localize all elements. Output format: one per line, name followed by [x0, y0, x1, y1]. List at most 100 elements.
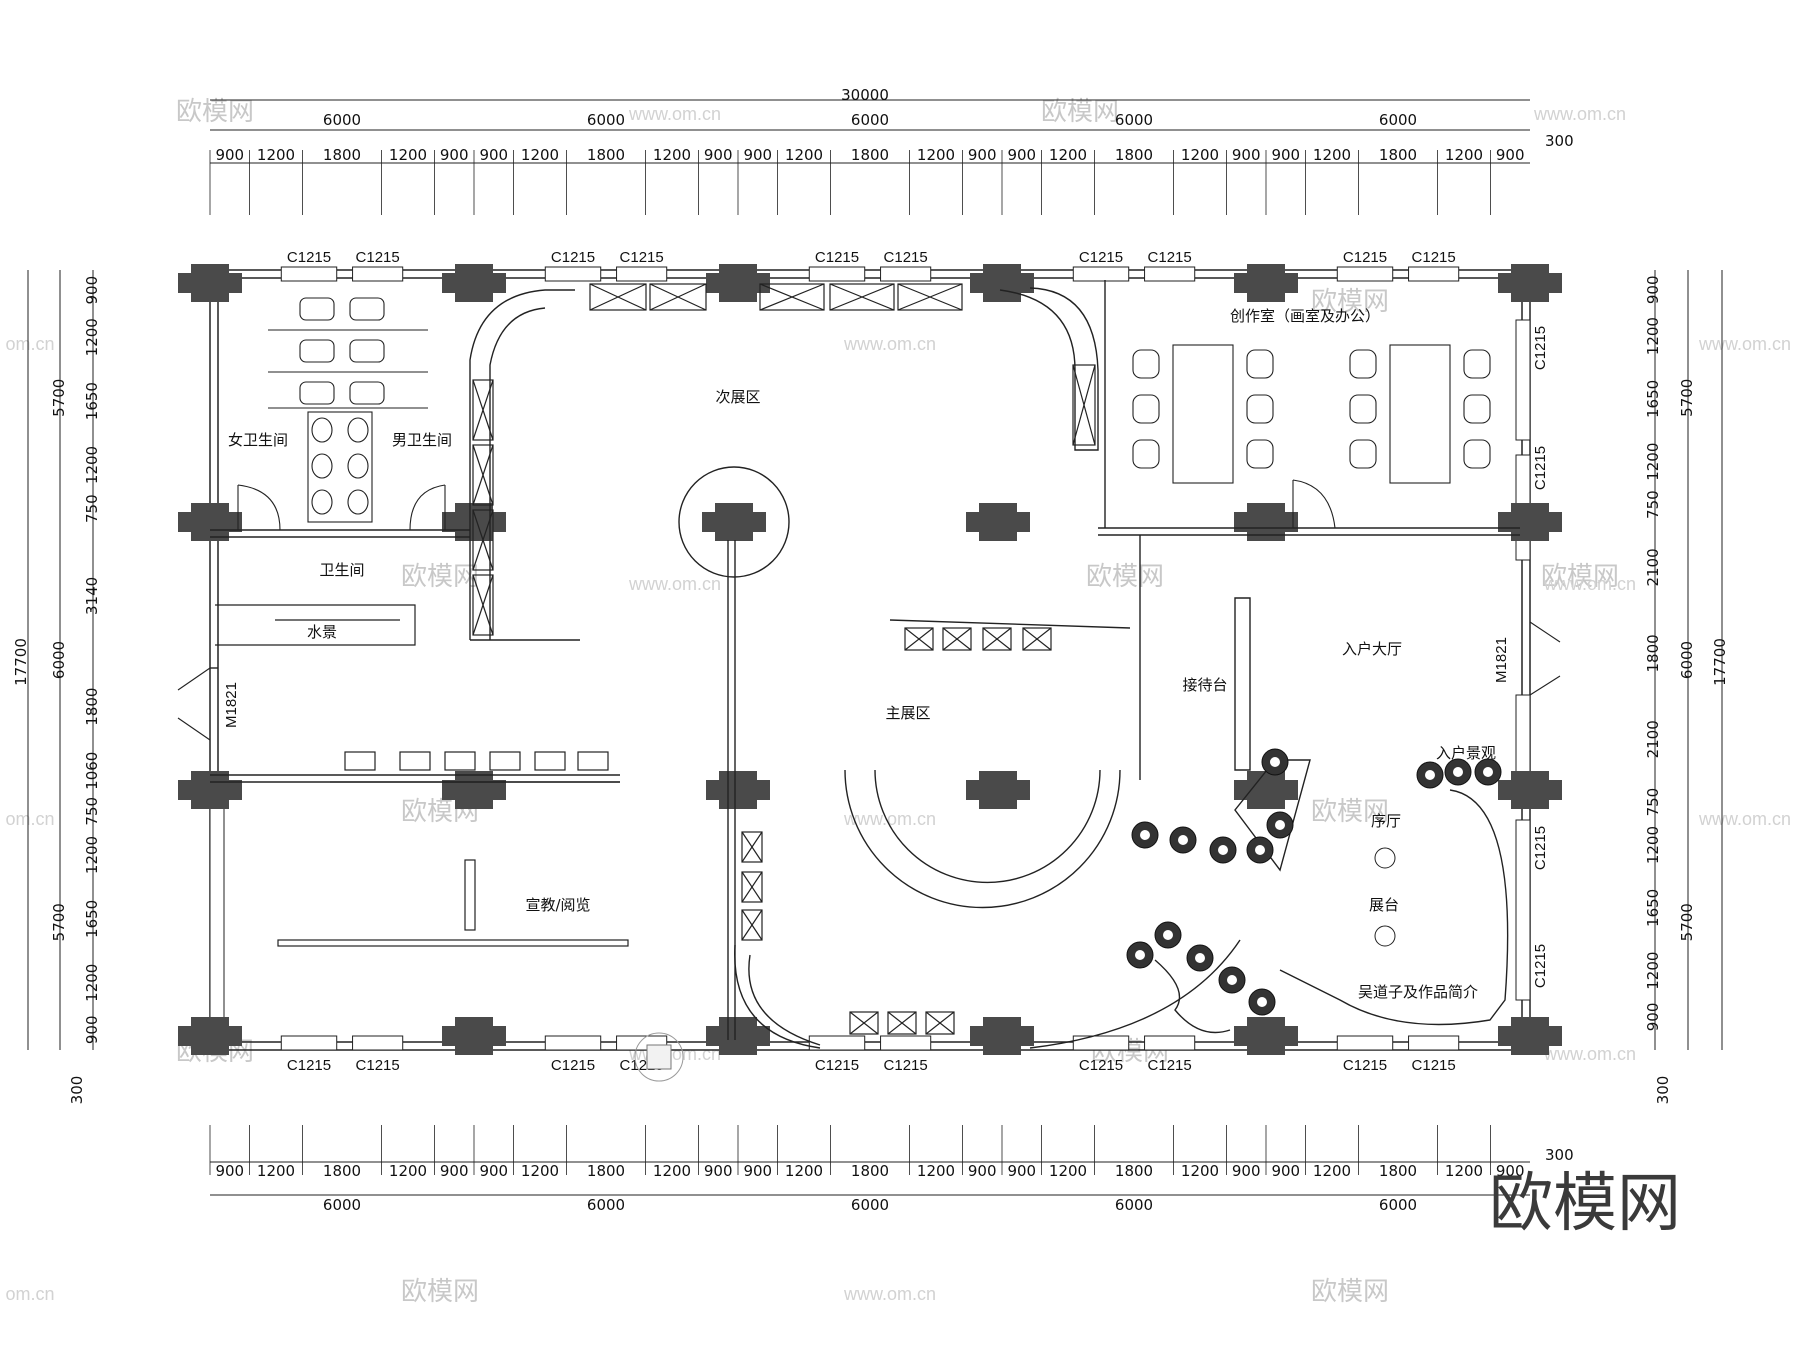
window: [280, 1035, 338, 1051]
window: [880, 1035, 932, 1051]
restroom-fixtures: [268, 297, 428, 523]
plant-icon: [1154, 921, 1182, 949]
chair: [1246, 349, 1274, 379]
sink: [347, 453, 369, 479]
window-labels: C1215C1215C1215C1215C1215C1215C1215C1215…: [287, 249, 1549, 1074]
column: [1498, 1017, 1562, 1055]
chair: [1463, 394, 1491, 424]
window-label: C1215: [1343, 1057, 1387, 1074]
column: [966, 503, 1030, 541]
segment-label: 1800: [1644, 634, 1662, 672]
watermark-url: www.om.cn: [843, 809, 936, 829]
segment-label: 900: [968, 146, 997, 164]
top-offset-label: 300: [1545, 132, 1574, 150]
window: [880, 266, 932, 282]
window-label: C1215: [356, 249, 400, 266]
segment-label: 1200: [83, 446, 101, 484]
plant-icon: [1416, 761, 1444, 789]
segment-label: 1650: [1644, 380, 1662, 418]
watermark-layer: 欧模网欧模网欧模网欧模网欧模网欧模网欧模网欧模网欧模网欧模网欧模网欧模网www.…: [5, 97, 1791, 1307]
segment-label: 1200: [521, 1162, 559, 1180]
segment-label: 5700: [50, 903, 68, 941]
segment-label: 900: [83, 1016, 101, 1045]
segment-label: 1200: [1313, 1162, 1351, 1180]
window: [352, 266, 404, 282]
watermark-url: www.om.cn: [1698, 334, 1791, 354]
bay-label: 6000: [851, 1196, 889, 1214]
column: [1498, 264, 1562, 302]
brand-logo: 欧模网: [1489, 1167, 1681, 1241]
bay-label: 6000: [1115, 111, 1153, 129]
window: [1515, 819, 1531, 1001]
room-label-education-reading: 宣教/阅览: [525, 896, 590, 914]
toilet: [299, 297, 335, 321]
column: [970, 264, 1034, 302]
window-label: C1215: [1343, 249, 1387, 266]
chair: [1349, 394, 1377, 424]
display-case: [472, 574, 494, 636]
bottom-offset-label: 300: [1545, 1146, 1574, 1164]
segment-label: 1200: [389, 1162, 427, 1180]
watermark: 欧模网: [1086, 562, 1164, 592]
window-label: C1215: [815, 1057, 859, 1074]
watermark-url: om.cn: [5, 809, 54, 829]
column: [702, 503, 766, 541]
chair: [1132, 394, 1160, 424]
toilet: [299, 381, 335, 405]
total-width-label: 30000: [841, 86, 889, 104]
window: [1072, 266, 1130, 282]
segment-label: 900: [1644, 1003, 1662, 1032]
window-label: C1215: [287, 249, 331, 266]
watermark-url: www.om.cn: [843, 1284, 936, 1304]
display-case: [759, 283, 825, 311]
display-case: [829, 283, 895, 311]
segment-label: 1800: [1115, 1162, 1153, 1180]
bay-label: 6000: [1379, 111, 1417, 129]
watermark-url: www.om.cn: [628, 104, 721, 124]
watermark: 欧模网: [1311, 287, 1389, 317]
room-label-womens-restroom: 女卫生间: [228, 431, 288, 449]
segment-label: 1200: [917, 1162, 955, 1180]
segment-label: 900: [743, 146, 772, 164]
reading-table: [277, 939, 629, 947]
segment-label: 1200: [257, 146, 295, 164]
toilet: [349, 381, 385, 405]
curved-display-walls: [678, 466, 1121, 909]
shelf: [534, 751, 566, 771]
segment-label: 900: [1232, 1162, 1261, 1180]
plant-icon: [1186, 944, 1214, 972]
studio-table: [1172, 344, 1234, 484]
room-label-artist-intro: 吴道子及作品简介: [1358, 983, 1478, 1001]
shelf: [444, 751, 476, 771]
chair: [1463, 439, 1491, 469]
segment-label: 900: [479, 146, 508, 164]
window-label: C1215: [1532, 326, 1549, 370]
segment-label: 1060: [83, 752, 101, 790]
segment-label: 2100: [1644, 548, 1662, 586]
segment-label: 1200: [83, 964, 101, 1002]
segment-label: 1650: [83, 900, 101, 938]
watermark-url: www.om.cn: [1543, 1044, 1636, 1064]
segment-label: 6000: [1678, 641, 1696, 679]
segment-label: 900: [440, 146, 469, 164]
column: [178, 503, 242, 541]
plant-icon: [1246, 836, 1274, 864]
column: [442, 771, 506, 809]
column: [442, 503, 506, 541]
chair: [1246, 439, 1274, 469]
window-label: C1215: [815, 249, 859, 266]
display-case: [942, 627, 972, 651]
interior-walls: [210, 280, 1520, 1049]
window: [1408, 1035, 1460, 1051]
plant-icon: [1126, 941, 1154, 969]
toilet: [299, 339, 335, 363]
segment-label: 900: [215, 146, 244, 164]
watermark: 欧模网: [176, 97, 254, 127]
toilet: [349, 339, 385, 363]
display-case: [741, 871, 763, 903]
segment-label: 900: [968, 1162, 997, 1180]
segment-label: 1200: [1644, 317, 1662, 355]
watermark-url: www.om.cn: [628, 574, 721, 594]
